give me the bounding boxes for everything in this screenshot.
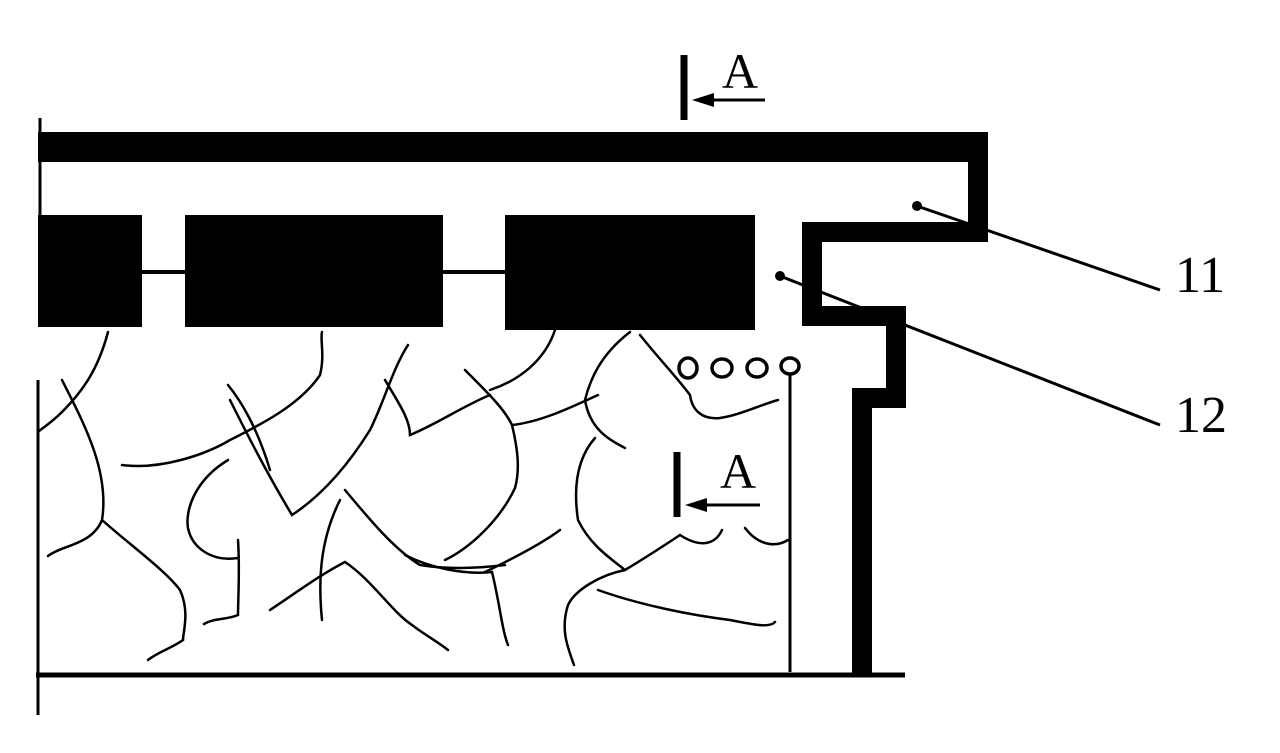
leader-line-12 bbox=[775, 271, 1161, 427]
top-plate-right-wall bbox=[968, 132, 988, 242]
leader-line-11 bbox=[912, 201, 1161, 292]
section-mark-top: A bbox=[680, 43, 765, 120]
component-block-2 bbox=[185, 215, 443, 327]
section-label-top: A bbox=[722, 43, 758, 99]
section-mark-middle: A bbox=[673, 443, 760, 517]
reference-numeral-12: 12 bbox=[1175, 387, 1227, 444]
component-block-1 bbox=[38, 215, 142, 327]
reference-numeral-11: 11 bbox=[1175, 247, 1225, 304]
top-plate bbox=[38, 132, 988, 162]
fibrous-filler bbox=[36, 328, 790, 667]
component-block-3 bbox=[505, 215, 755, 330]
section-label-middle: A bbox=[720, 443, 756, 499]
housing-outline bbox=[802, 222, 978, 675]
granules bbox=[677, 356, 801, 380]
